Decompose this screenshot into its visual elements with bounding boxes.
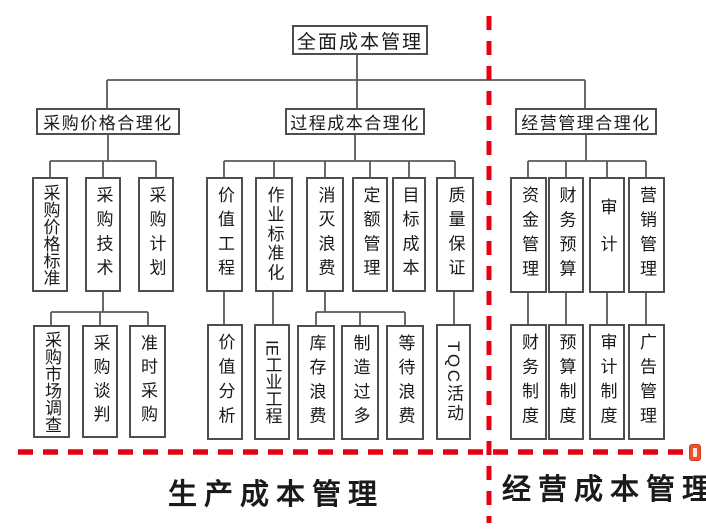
- node-label: 采购技术: [93, 186, 113, 283]
- node-audit-system: 审计制度: [589, 324, 625, 440]
- node-label: 价值工程: [215, 186, 234, 283]
- node-label: 广告管理: [637, 333, 656, 431]
- node-purchase-market-survey: 采购市场调查: [33, 325, 70, 438]
- node-label: 作业标准化: [264, 186, 284, 283]
- node-label: 采购市场调查: [42, 330, 61, 433]
- node-purchase-price-standard: 采购价格标准: [32, 177, 68, 292]
- node-capital-management: 资金管理: [510, 177, 547, 293]
- node-budget-system: 预算制度: [548, 324, 584, 440]
- node-purchase-plan: 采购计划: [138, 177, 174, 292]
- node-label: 财务制度: [519, 333, 538, 431]
- node-value-engineering: 价值工程: [206, 177, 243, 292]
- node-label: 库存浪费: [306, 334, 326, 431]
- node-tqc-activity: TQC活动: [436, 324, 471, 440]
- node-label: 审计制度: [597, 333, 617, 431]
- node-target-cost: 目标成本: [392, 177, 426, 292]
- node-label: IE工业工程: [262, 339, 282, 425]
- node-label: 准时采购: [138, 334, 157, 429]
- node-label: 营销管理: [637, 186, 656, 284]
- node-quota-management: 定额管理: [352, 177, 388, 292]
- footer-label-operating-cost: 经营成本管理: [502, 472, 706, 506]
- node-label: 定额管理: [360, 186, 380, 283]
- node-label: 目标成本: [399, 186, 419, 283]
- node-audit: 审计: [589, 177, 625, 293]
- node-label: 质量保证: [445, 186, 465, 283]
- node-overproduction: 制造过多: [341, 325, 379, 440]
- node-jit-purchasing: 准时采购: [129, 325, 166, 438]
- node-purchase-negotiation: 采购谈判: [82, 325, 118, 438]
- node-label: 采购价格标准: [40, 183, 60, 286]
- node-waiting-waste: 等待浪费: [386, 325, 424, 440]
- node-label: TQC活动: [444, 340, 463, 424]
- node-label: 采购计划: [146, 186, 166, 283]
- node-label: 制造过多: [350, 334, 370, 431]
- node-label: 审计: [597, 198, 617, 272]
- node-work-standardization: 作业标准化: [255, 177, 293, 292]
- node-value-analysis: 价值分析: [207, 324, 243, 440]
- corner-badge-icon: [689, 444, 701, 461]
- node-label: 等待浪费: [395, 334, 415, 431]
- node-label: 采购价格合理化: [43, 114, 173, 133]
- node-purchase-technique: 采购技术: [85, 177, 121, 292]
- node-label: 消灭浪费: [315, 186, 335, 283]
- node-label: 经营管理合理化: [521, 114, 651, 133]
- node-procurement-price-rationalization: 采购价格合理化: [36, 108, 180, 135]
- footer-label-production-cost: 生产成本管理: [168, 477, 385, 511]
- node-eliminate-waste: 消灭浪费: [306, 177, 344, 292]
- node-process-cost-rationalization: 过程成本合理化: [285, 108, 425, 135]
- node-label: 资金管理: [519, 186, 538, 284]
- node-total-cost-management: 全面成本管理: [292, 25, 428, 55]
- node-label: 财务预算: [556, 186, 576, 284]
- node-financial-system: 财务制度: [510, 324, 547, 440]
- node-label: 价值分析: [215, 333, 235, 431]
- node-label: 全面成本管理: [296, 31, 423, 53]
- node-advertising-management: 广告管理: [628, 324, 665, 440]
- node-label: 预算制度: [556, 333, 576, 431]
- node-inventory-waste: 库存浪费: [297, 325, 335, 440]
- node-label: 采购谈判: [90, 334, 110, 429]
- node-marketing-management: 营销管理: [628, 177, 665, 293]
- node-quality-assurance: 质量保证: [436, 177, 474, 292]
- node-financial-budget: 财务预算: [548, 177, 584, 293]
- node-ie-industrial-engineering: IE工业工程: [254, 324, 290, 440]
- node-operations-management-rationalization: 经营管理合理化: [515, 108, 657, 135]
- node-label: 过程成本合理化: [290, 114, 420, 133]
